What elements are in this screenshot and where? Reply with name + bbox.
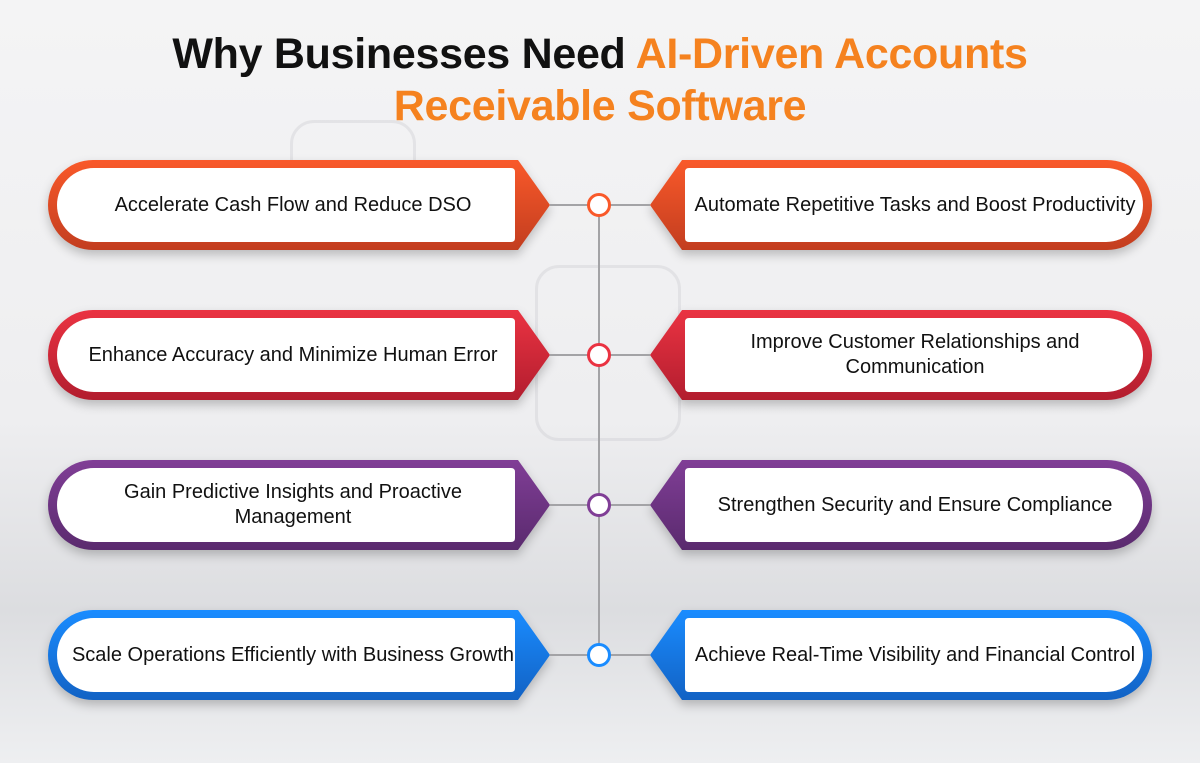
title-accent-line2: Receivable Software (393, 82, 807, 130)
card-label: Gain Predictive Insights and Proactive M… (124, 481, 462, 528)
card-shape (48, 460, 550, 550)
title-prefix: Why Businesses Need (172, 30, 636, 78)
title-accent-line1: AI-Driven Accounts (635, 30, 1028, 78)
benefit-card-left: Gain Predictive Insights and Proactive M… (48, 460, 550, 550)
card-shape (650, 310, 1152, 400)
benefit-card-left: Enhance Accuracy and Minimize Human Erro… (48, 310, 550, 400)
card-label: Enhance Accuracy and Minimize Human Erro… (88, 343, 498, 366)
card-label: Scale Operations Efficiently with Busine… (71, 643, 515, 666)
connector-node-circle (587, 493, 611, 517)
connector-spine (598, 205, 600, 655)
card-label: Accelerate Cash Flow and Reduce DSO (114, 193, 472, 216)
card-shape (650, 610, 1152, 700)
benefit-card-right: Automate Repetitive Tasks and Boost Prod… (650, 160, 1152, 250)
card-label: Automate Repetitive Tasks and Boost Prod… (694, 193, 1136, 216)
card-label: Achieve Real-Time Visibility and Financi… (694, 643, 1136, 666)
card-label: Improve Customer Relationships and Commu… (750, 331, 1080, 378)
benefit-card-left: Scale Operations Efficiently with Busine… (48, 610, 550, 700)
card-shape (48, 610, 550, 700)
benefit-card-right: Achieve Real-Time Visibility and Financi… (650, 610, 1152, 700)
page-title: Why Businesses Need AI-Driven Accounts R… (0, 28, 1200, 132)
benefit-card-right: Strengthen Security and Ensure Complianc… (650, 460, 1152, 550)
card-shape (650, 460, 1152, 550)
card-shape (650, 160, 1152, 250)
connector-node-circle (587, 193, 611, 217)
connector-node-circle (587, 343, 611, 367)
benefit-card-right: Improve Customer Relationships and Commu… (650, 310, 1152, 400)
card-shape (48, 310, 550, 400)
card-label: Strengthen Security and Ensure Complianc… (717, 493, 1113, 516)
connector-node-circle (587, 643, 611, 667)
card-shape (48, 160, 550, 250)
benefit-card-left: Accelerate Cash Flow and Reduce DSO (48, 160, 550, 250)
